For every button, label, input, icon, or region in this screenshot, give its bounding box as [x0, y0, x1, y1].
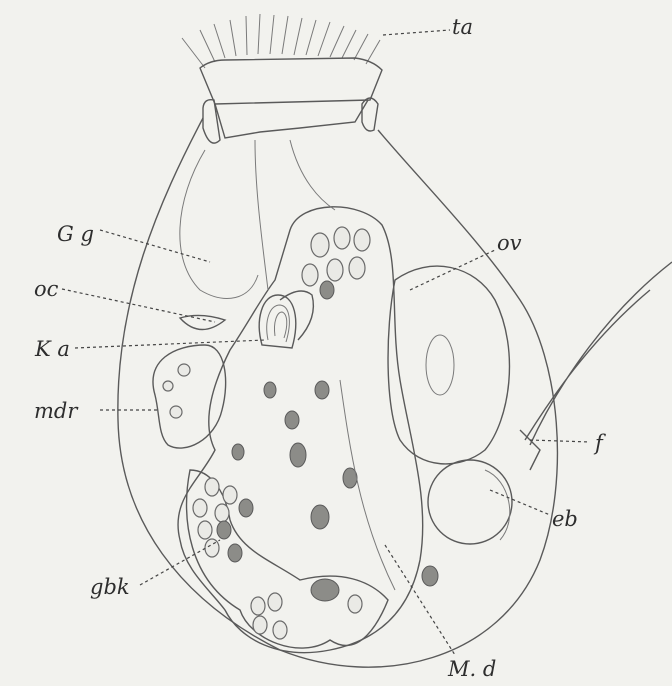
foot-base: [520, 430, 540, 470]
ocellus: [180, 315, 225, 329]
collar-left-spine: [203, 100, 220, 143]
gastric-gland: [180, 150, 258, 298]
label-ka: K a: [34, 337, 70, 361]
label-mdr: mdr: [34, 399, 79, 423]
label-eb: eb: [552, 507, 578, 531]
germovitellarium-nuclei: [163, 364, 190, 418]
label-md: M. d: [447, 657, 496, 681]
germovitellarium: [153, 345, 226, 448]
label-ta: ta: [452, 15, 473, 39]
head-collar: [215, 100, 368, 138]
gland-vacuoles: [193, 478, 362, 639]
label-oc: oc: [34, 277, 59, 301]
ovary-nucleus: [426, 335, 454, 395]
leader-lines: [62, 30, 590, 655]
label-gbk: gbk: [90, 575, 130, 599]
label-gg: G g: [57, 222, 94, 246]
label-ov: ov: [497, 231, 522, 255]
pharynx: [255, 140, 335, 290]
label-f: f: [593, 431, 606, 455]
excretory-bladder: [428, 460, 512, 544]
corona-cilia: [182, 14, 382, 104]
stomach-mass: [178, 207, 423, 653]
collar-right-spine: [362, 98, 378, 131]
gastric-gland-lobes: [187, 470, 388, 648]
ovary: [388, 266, 509, 464]
foot-spine: [525, 262, 672, 445]
mastax-jaws: [259, 291, 313, 348]
